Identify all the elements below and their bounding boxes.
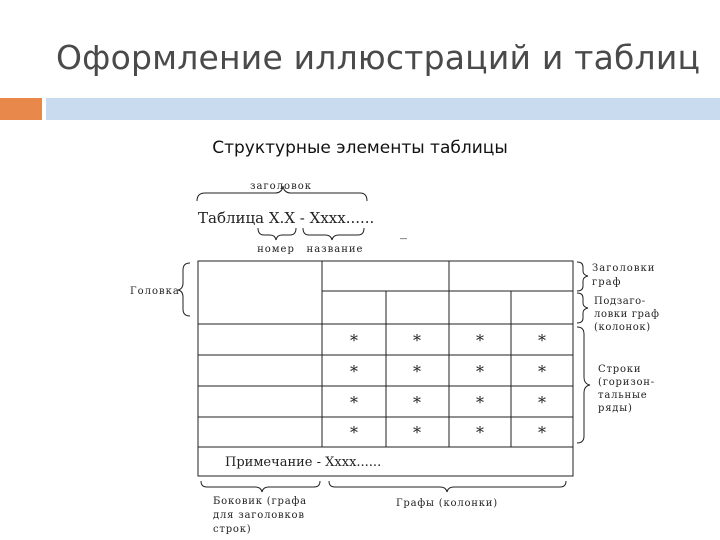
cell-mark: * xyxy=(350,331,358,350)
cell-mark: * xyxy=(538,362,546,381)
slide-subtitle: Структурные элементы таблицы xyxy=(212,138,508,158)
brace-name xyxy=(302,227,365,241)
caption-word: Таблица xyxy=(198,209,264,227)
cell-mark: * xyxy=(476,393,484,412)
cell-marks: * * * * * * * * * * * * * * * * xyxy=(350,331,546,442)
brace-head xyxy=(177,262,191,317)
dash-mark: _ xyxy=(400,224,407,240)
brace-column-headers xyxy=(576,261,589,292)
cell-mark: * xyxy=(413,423,421,442)
brace-stub xyxy=(200,480,321,493)
cell-mark: * xyxy=(350,362,358,381)
cell-mark: * xyxy=(476,362,484,381)
label-title-part: заголовок xyxy=(250,181,312,192)
label-stub: Боковик (графа для заголовков строк) xyxy=(213,496,311,535)
brace-number xyxy=(257,227,297,241)
table-note: Примечание - Хххх...... xyxy=(225,455,381,470)
caption-number: Х.Х xyxy=(269,209,295,227)
cell-mark: * xyxy=(413,393,421,412)
cell-mark: * xyxy=(476,331,484,350)
label-columns: Графы (колонки) xyxy=(396,498,498,509)
brace-rows xyxy=(576,326,591,444)
cell-mark: * xyxy=(413,331,421,350)
table-outline xyxy=(197,260,574,477)
label-rows: Строки (горизон- тальные ряды) xyxy=(598,364,659,414)
caption-sep: - xyxy=(300,209,305,227)
cell-mark: * xyxy=(476,423,484,442)
cell-mark: * xyxy=(350,423,358,442)
cell-mark: * xyxy=(413,362,421,381)
label-name: название xyxy=(307,244,364,255)
brace-subheaders xyxy=(576,292,589,324)
label-column-headers: Заголовки граф xyxy=(592,263,660,288)
accent-square xyxy=(0,98,42,120)
slide-title: Оформление иллюстраций и таблиц xyxy=(56,38,701,77)
brace-columns xyxy=(328,480,567,493)
table-caption: Таблица Х.Х - Хххх...... xyxy=(198,209,374,227)
accent-bar xyxy=(46,98,720,120)
brace-title xyxy=(196,185,368,202)
cell-mark: * xyxy=(538,423,546,442)
cell-mark: * xyxy=(538,393,546,412)
label-head: Головка xyxy=(130,286,180,297)
cell-mark: * xyxy=(350,393,358,412)
label-subheaders: Подзаго- ловки граф (колонок) xyxy=(594,296,663,333)
cell-mark: * xyxy=(538,331,546,350)
caption-name: Хххх...... xyxy=(310,209,375,227)
label-number: номер xyxy=(257,244,295,255)
